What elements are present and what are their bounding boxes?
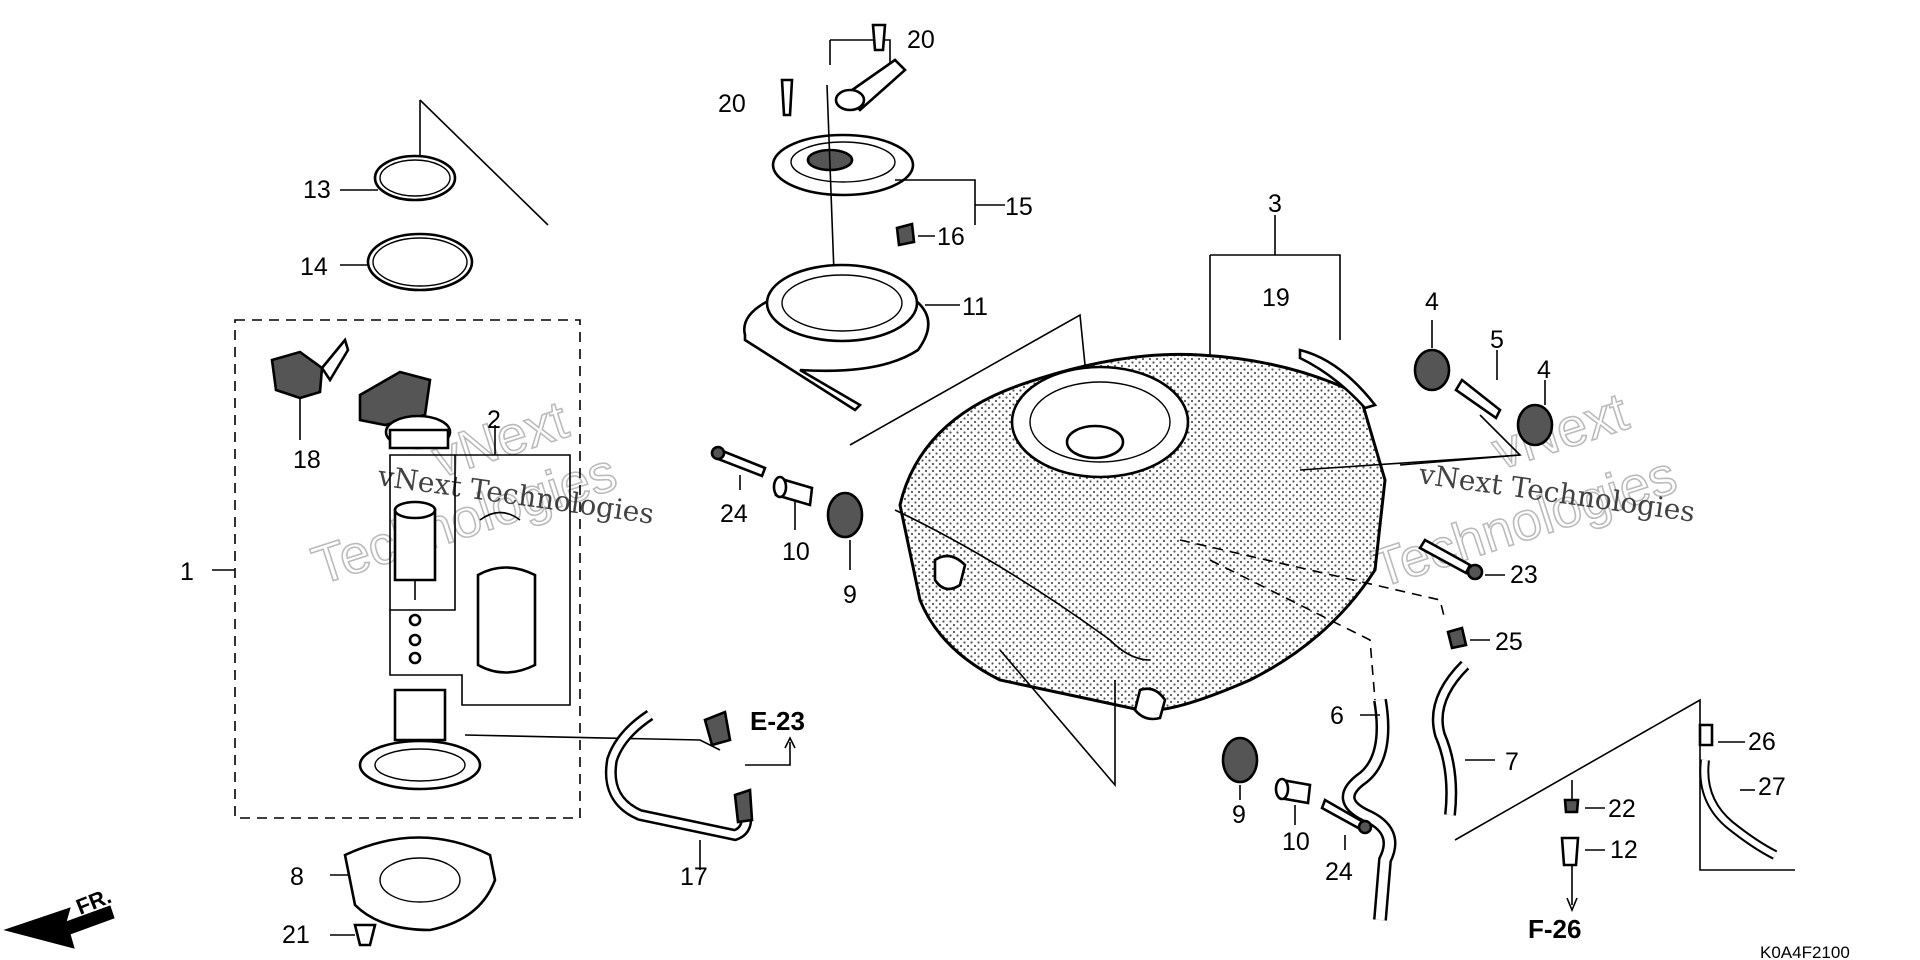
callout-6[interactable]: 6 [1330, 702, 1344, 730]
callout-12[interactable]: 12 [1610, 836, 1638, 864]
callout-24b[interactable]: 24 [1325, 858, 1353, 886]
callout-18[interactable]: 18 [293, 446, 321, 474]
callout-23[interactable]: 23 [1510, 561, 1538, 589]
fuel-pump-assembly [212, 99, 721, 819]
filler-cap-assembly [771, 23, 1005, 301]
ref-f26[interactable]: F-26 [1528, 914, 1581, 944]
callout-1[interactable]: 1 [180, 558, 194, 586]
rubber-9-left [826, 491, 864, 539]
callout-16[interactable]: 16 [937, 223, 965, 251]
callout-10a[interactable]: 10 [782, 538, 810, 566]
mount-parts-right [1221, 736, 1373, 850]
clip-22 [1563, 798, 1580, 814]
tube-5 [1454, 378, 1502, 420]
seal-16 [895, 222, 916, 247]
set-plate [330, 836, 497, 947]
callout-22[interactable]: 22 [1608, 795, 1636, 823]
hose-set-right [1341, 538, 1505, 921]
bolt-23 [1418, 538, 1472, 575]
breather-set [1454, 698, 1795, 913]
rubber-4-left [1413, 348, 1451, 392]
callout-4a[interactable]: 4 [1425, 288, 1439, 316]
callout-26[interactable]: 26 [1748, 728, 1776, 756]
fuel-filter [476, 566, 537, 674]
pump-base [393, 688, 447, 742]
bolt-20-left [780, 78, 794, 117]
set-plate-8 [343, 836, 497, 932]
filler-ring-assembly [743, 263, 960, 412]
connector-18 [270, 350, 324, 400]
ref-e23[interactable]: E-23 [750, 706, 805, 736]
ring-11 [765, 263, 919, 343]
callout-20b[interactable]: 20 [718, 90, 746, 118]
callout-10b[interactable]: 10 [1282, 828, 1310, 856]
callout-20a[interactable]: 20 [907, 26, 935, 54]
watermark-left: Technologies vNext vNext Technologies [304, 389, 656, 597]
fuel-hose-17 [604, 710, 796, 870]
callout-9b[interactable]: 9 [1232, 801, 1246, 829]
callout-4b[interactable]: 4 [1537, 356, 1551, 384]
clip-25 [1446, 626, 1468, 650]
diagram-code: K0A4F2100 [1760, 943, 1850, 960]
part-19 [1298, 348, 1378, 410]
rubber-9-right [1221, 736, 1259, 784]
gasket-ring-13 [373, 154, 457, 202]
callout-14[interactable]: 14 [300, 253, 328, 281]
callout-15[interactable]: 15 [1005, 193, 1033, 221]
callout-9a[interactable]: 9 [843, 581, 857, 609]
callout-11[interactable]: 11 [962, 293, 988, 321]
callout-8[interactable]: 8 [290, 863, 304, 891]
assembly-boundary [234, 319, 581, 819]
front-arrow-icon [3, 905, 115, 949]
callout-17[interactable]: 17 [680, 863, 708, 891]
front-direction-indicator: FR. [3, 883, 115, 949]
callout-21[interactable]: 21 [282, 921, 310, 949]
joint-12 [1560, 836, 1580, 867]
bolt-20-top [871, 23, 887, 52]
callout-25[interactable]: 25 [1495, 628, 1523, 656]
callout-7[interactable]: 7 [1505, 748, 1519, 776]
callout-5[interactable]: 5 [1490, 326, 1504, 354]
pump-flange [358, 739, 482, 791]
gasket-ring-14 [366, 232, 474, 292]
mount-parts-left [710, 445, 864, 570]
callout-2[interactable]: 2 [487, 406, 501, 434]
rubber-4-right [1516, 403, 1554, 447]
fuel-pump-body [393, 508, 437, 582]
callout-labels: 1 2 3 4 4 5 6 7 8 9 9 10 10 11 12 13 14 … [180, 26, 1786, 949]
clamp-set [1413, 320, 1554, 447]
callout-13[interactable]: 13 [303, 176, 331, 204]
tank-filler-opening [1010, 365, 1190, 479]
callout-27[interactable]: 27 [1758, 773, 1786, 801]
callout-3[interactable]: 3 [1268, 190, 1282, 218]
fuel-regulator [358, 370, 432, 427]
callout-24a[interactable]: 24 [720, 500, 748, 528]
nut-21 [353, 923, 377, 947]
clip-26 [1698, 723, 1714, 747]
callout-19[interactable]: 19 [1262, 284, 1290, 312]
fuel-tank-3 [849, 215, 1522, 788]
